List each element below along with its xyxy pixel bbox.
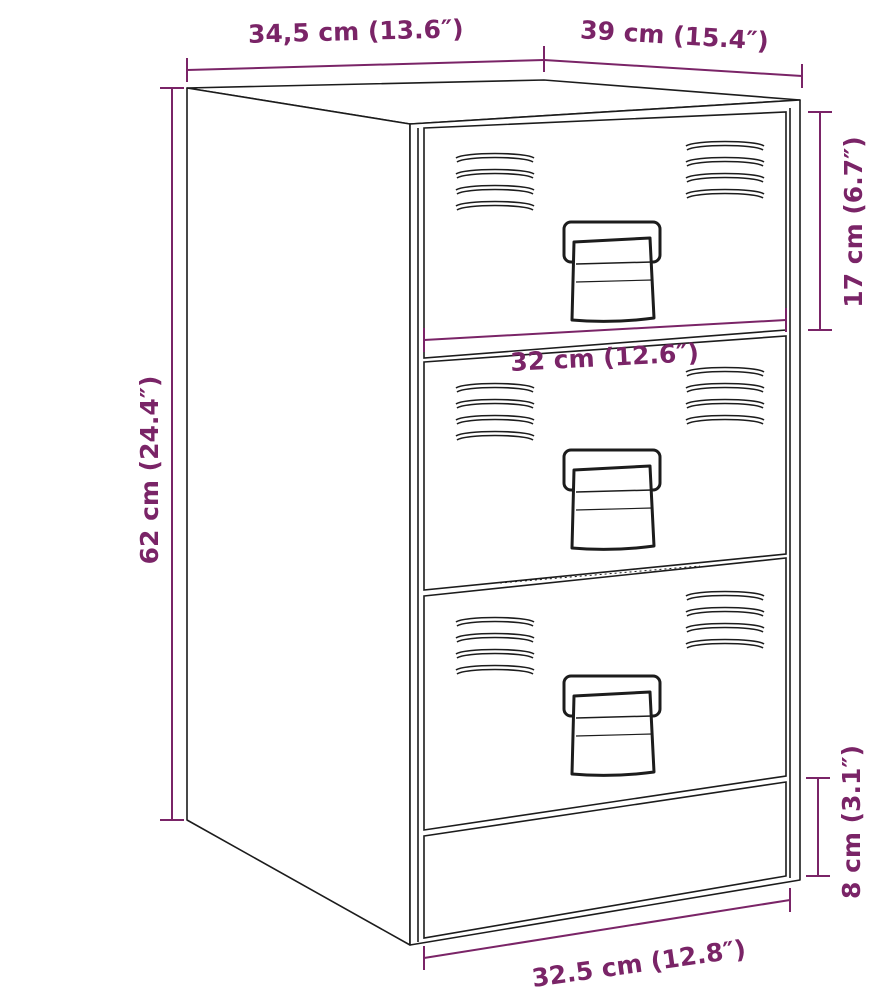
drawer-seam	[499, 565, 701, 584]
label-total-height: 62 cm (24.4″)	[135, 376, 164, 565]
cabinet-side-panel	[186, 87, 411, 946]
dim-line-drawer-width	[423, 319, 787, 341]
drawer-handle-icon[interactable]	[562, 674, 662, 777]
dim-line-top-width	[186, 59, 545, 71]
label-base-width: 32.5 cm (12.8″)	[530, 934, 748, 993]
label-base-height: 8 cm (3.1″)	[837, 745, 866, 899]
dim-line-base-width	[423, 899, 791, 959]
dimension-lines	[160, 46, 832, 970]
drawer-bottom[interactable]	[423, 557, 787, 831]
label-top-depth: 39 cm (15.4″)	[579, 15, 769, 55]
drawer-handle-icon[interactable]	[562, 448, 662, 551]
label-drawer-height: 17 cm (6.7″)	[839, 136, 868, 307]
drawer-top[interactable]	[423, 111, 787, 359]
drawer-handle-icon[interactable]	[562, 220, 662, 323]
dim-line-top-depth	[543, 59, 803, 77]
cabinet-plinth	[423, 781, 787, 939]
label-top-width: 34,5 cm (13.6″)	[248, 14, 464, 49]
drawer-middle[interactable]	[423, 335, 787, 591]
